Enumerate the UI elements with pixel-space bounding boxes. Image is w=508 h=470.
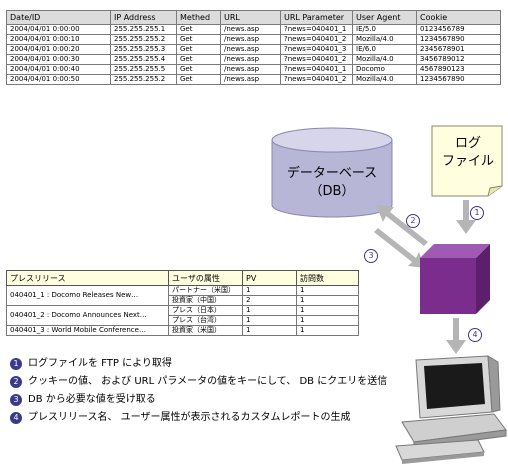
- database-abbrev: （DB）: [309, 184, 355, 199]
- table-cell: 1: [242, 305, 297, 316]
- legend-item: 1 ログファイルを FTP により取得: [10, 355, 387, 373]
- column-header: プレスリリース: [6, 270, 169, 286]
- step-number: 3: [10, 394, 22, 406]
- log-file-note: [431, 125, 503, 197]
- computer-icon: [395, 355, 507, 464]
- table-cell: 4567890123: [416, 64, 501, 75]
- table-cell: プレス（日本）: [168, 305, 243, 316]
- arrow-cube-to-db: [376, 205, 428, 246]
- access-log-table: Date/ID IP Address Methed URL URL Parame…: [6, 10, 501, 85]
- press-release-cell: 040401_3 : World Mobile Conference…: [6, 325, 169, 336]
- step-text: ログファイルを FTP により取得: [28, 358, 172, 369]
- table-cell: 1: [296, 305, 359, 316]
- step-number: 1: [10, 358, 22, 370]
- step-text: クッキーの値、 および URL パラメータの値をキーにして、 DB にクエリを送…: [28, 376, 388, 387]
- table-row: 2004/04/01 0:00:30 255.255.255.4 Get /ne…: [6, 54, 501, 65]
- table-cell: 0123456789: [416, 24, 501, 35]
- table-cell: 3456789012: [416, 54, 501, 65]
- column-header: 訪問数: [296, 270, 359, 286]
- column-header: PV: [242, 270, 297, 286]
- table-row: 040401_1 : Docomo Releases New… パートナー（米国…: [6, 285, 359, 306]
- table-cell: 1: [296, 325, 359, 336]
- column-header: User Agent: [352, 10, 417, 25]
- processing-cube: [420, 244, 490, 314]
- database-label: データーベース （DB）: [270, 165, 394, 201]
- step-text: DB から必要な値を受け取る: [28, 394, 156, 405]
- log-file-label: ログ ファイル: [432, 135, 504, 171]
- table-row: 2004/04/01 0:00:50 255.255.255.2 Get /ne…: [6, 74, 501, 85]
- table-cell: 投資家（米国）: [168, 325, 243, 336]
- table-row: 2004/04/01 0:00:20 255.255.255.3 Get /ne…: [6, 44, 501, 55]
- table-cell: 1: [296, 315, 359, 326]
- database-name: データーベース: [286, 166, 378, 181]
- arrow-db-to-cube: [374, 228, 425, 268]
- table-cell: 1: [242, 315, 297, 326]
- column-header: Date/ID: [6, 10, 111, 25]
- table-cell: パートナー（米国）: [168, 285, 243, 296]
- step-number: 4: [10, 412, 22, 424]
- step-legend: 1 ログファイルを FTP により取得 2 クッキーの値、 および URL パラ…: [10, 355, 387, 427]
- table-cell: 2: [242, 295, 297, 306]
- log-file-line2: ファイル: [441, 154, 494, 169]
- legend-item: 2 クッキーの値、 および URL パラメータの値をキーにして、 DB にクエリ…: [10, 373, 387, 391]
- table-cell: 2345678901: [416, 44, 501, 55]
- step-badge-4: 4: [468, 328, 482, 342]
- press-release-cell: 040401_1 : Docomo Releases New…: [6, 285, 169, 306]
- arrow-cube-to-pc: [446, 318, 466, 354]
- step-badge-2: 2: [406, 214, 420, 228]
- table-row: 2004/04/01 0:00:10 255.255.255.2 Get /ne…: [6, 34, 501, 45]
- table-cell: 1234567890: [416, 74, 501, 85]
- table-cell: 1234567890: [416, 34, 501, 45]
- table-row: 040401_2 : Docomo Announces Next… プレス（日本…: [6, 305, 359, 326]
- table-cell: 1: [296, 285, 359, 296]
- legend-item: 3 DB から必要な値を受け取る: [10, 391, 387, 409]
- custom-report-table: プレスリリース ユーザの属性 PV 訪問数 040401_1 : Docomo …: [6, 270, 359, 336]
- step-number: 2: [10, 376, 22, 388]
- database-cylinder: [271, 127, 393, 218]
- table-cell: プレス（台湾）: [168, 315, 243, 326]
- table-header-row: プレスリリース ユーザの属性 PV 訪問数: [6, 270, 359, 286]
- column-header: ユーザの属性: [168, 270, 243, 286]
- column-header: IP Address: [110, 10, 177, 25]
- step-badge-1: 1: [470, 206, 484, 220]
- table-row: 040401_3 : World Mobile Conference… 投資家（…: [6, 325, 359, 336]
- step-badge-3: 3: [364, 249, 378, 263]
- press-release-cell: 040401_2 : Docomo Announces Next…: [6, 305, 169, 326]
- log-file-line1: ログ: [454, 136, 481, 151]
- table-cell: 1: [296, 295, 359, 306]
- table-cell: 投資家（中国）: [168, 295, 243, 306]
- table-cell: 1: [242, 325, 297, 336]
- table-row: 2004/04/01 0:00:00 255.255.255.1 Get /ne…: [6, 24, 501, 35]
- arrow-log-to-cube: [456, 200, 476, 234]
- column-header: URL Parameter: [280, 10, 353, 25]
- table-cell: 1: [242, 285, 297, 296]
- step-text: プレスリリース名、 ユーザー属性が表示されるカスタムレポートの生成: [28, 412, 351, 423]
- table-row: 2004/04/01 0:00:40 255.255.255.5 Get /ne…: [6, 64, 501, 75]
- legend-item: 4 プレスリリース名、 ユーザー属性が表示されるカスタムレポートの生成: [10, 409, 387, 427]
